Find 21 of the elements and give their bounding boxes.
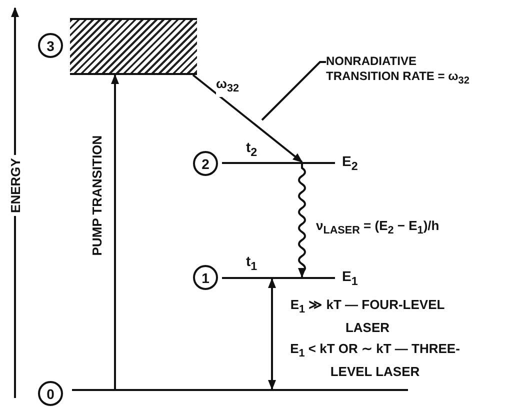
annotation-text: E$_{1}$ < kT OR ∼ kT — THREE-LEVEL LASER [289,340,461,380]
arrow [111,74,119,389]
level-number-circle: 0 [38,381,63,406]
energy-level-line [222,277,335,279]
level-number-circle: 2 [193,151,218,176]
level-label: t$_{2}$ [246,140,258,160]
annotation-text: E$_{1}$ ≫ kT — FOUR-LEVEL LASER [289,296,446,336]
wavy-arrow [298,164,306,278]
hatched-energy-band [70,18,197,75]
level-label: t$_{1}$ [246,254,258,274]
edge-label: PUMP TRANSITION [90,134,105,256]
level-label: E$_{2}$ [342,154,358,174]
level-number-circle: 1 [193,265,218,290]
energy-level-line [222,162,335,164]
level-number-circle: 3 [38,33,63,58]
double-arrow [268,278,276,390]
leader-line [261,61,326,121]
energy-level-line [72,389,408,391]
annotation-text: NONRADIATIVE TRANSITION RATE = ω$_{32}$ [326,54,476,88]
arrow [192,74,303,163]
level-label: E$_{1}$ [342,269,358,289]
